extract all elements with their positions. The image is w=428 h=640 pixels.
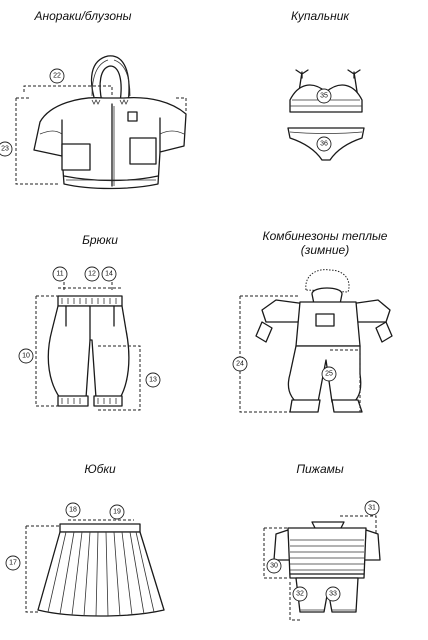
label-14: 14 xyxy=(105,271,113,278)
skirt-drawing: 18 19 17 xyxy=(5,502,165,617)
label-25: 25 xyxy=(325,371,333,378)
skirts-title: Юбки xyxy=(84,462,116,476)
overalls-title-line2: (зимние) xyxy=(300,243,350,257)
label-19: 19 xyxy=(113,509,121,516)
swimsuit-title: Купальник xyxy=(290,9,350,23)
label-32: 32 xyxy=(296,591,304,598)
pajamas-title: Пижамы xyxy=(296,462,344,476)
anoraks-title: Анораки/блузоны xyxy=(34,9,132,23)
label-36: 36 xyxy=(320,141,328,148)
overalls-title-line1: Комбинезоны теплые xyxy=(262,229,388,243)
label-24: 24 xyxy=(236,361,244,368)
label-11: 11 xyxy=(56,271,63,278)
label-12: 12 xyxy=(88,271,96,278)
overalls-drawing: 24 25 xyxy=(232,269,393,413)
pajamas-drawing: 31 30 32 33 xyxy=(263,500,381,621)
label-35: 35 xyxy=(320,93,328,100)
label-13: 13 xyxy=(149,377,157,384)
label-22: 22 xyxy=(53,73,61,80)
label-18: 18 xyxy=(69,507,77,514)
label-23: 23 xyxy=(1,146,9,153)
label-33: 33 xyxy=(329,591,337,598)
label-30: 30 xyxy=(270,563,278,570)
swimsuit-drawing: 35 36 xyxy=(287,69,365,161)
label-17: 17 xyxy=(9,560,17,567)
trousers-title: Брюки xyxy=(82,233,118,247)
label-10: 10 xyxy=(22,353,30,360)
label-31: 31 xyxy=(368,505,376,512)
anorak-drawing: 22 23 xyxy=(0,55,187,190)
trousers-drawing: 11 12 14 10 13 xyxy=(18,266,161,411)
